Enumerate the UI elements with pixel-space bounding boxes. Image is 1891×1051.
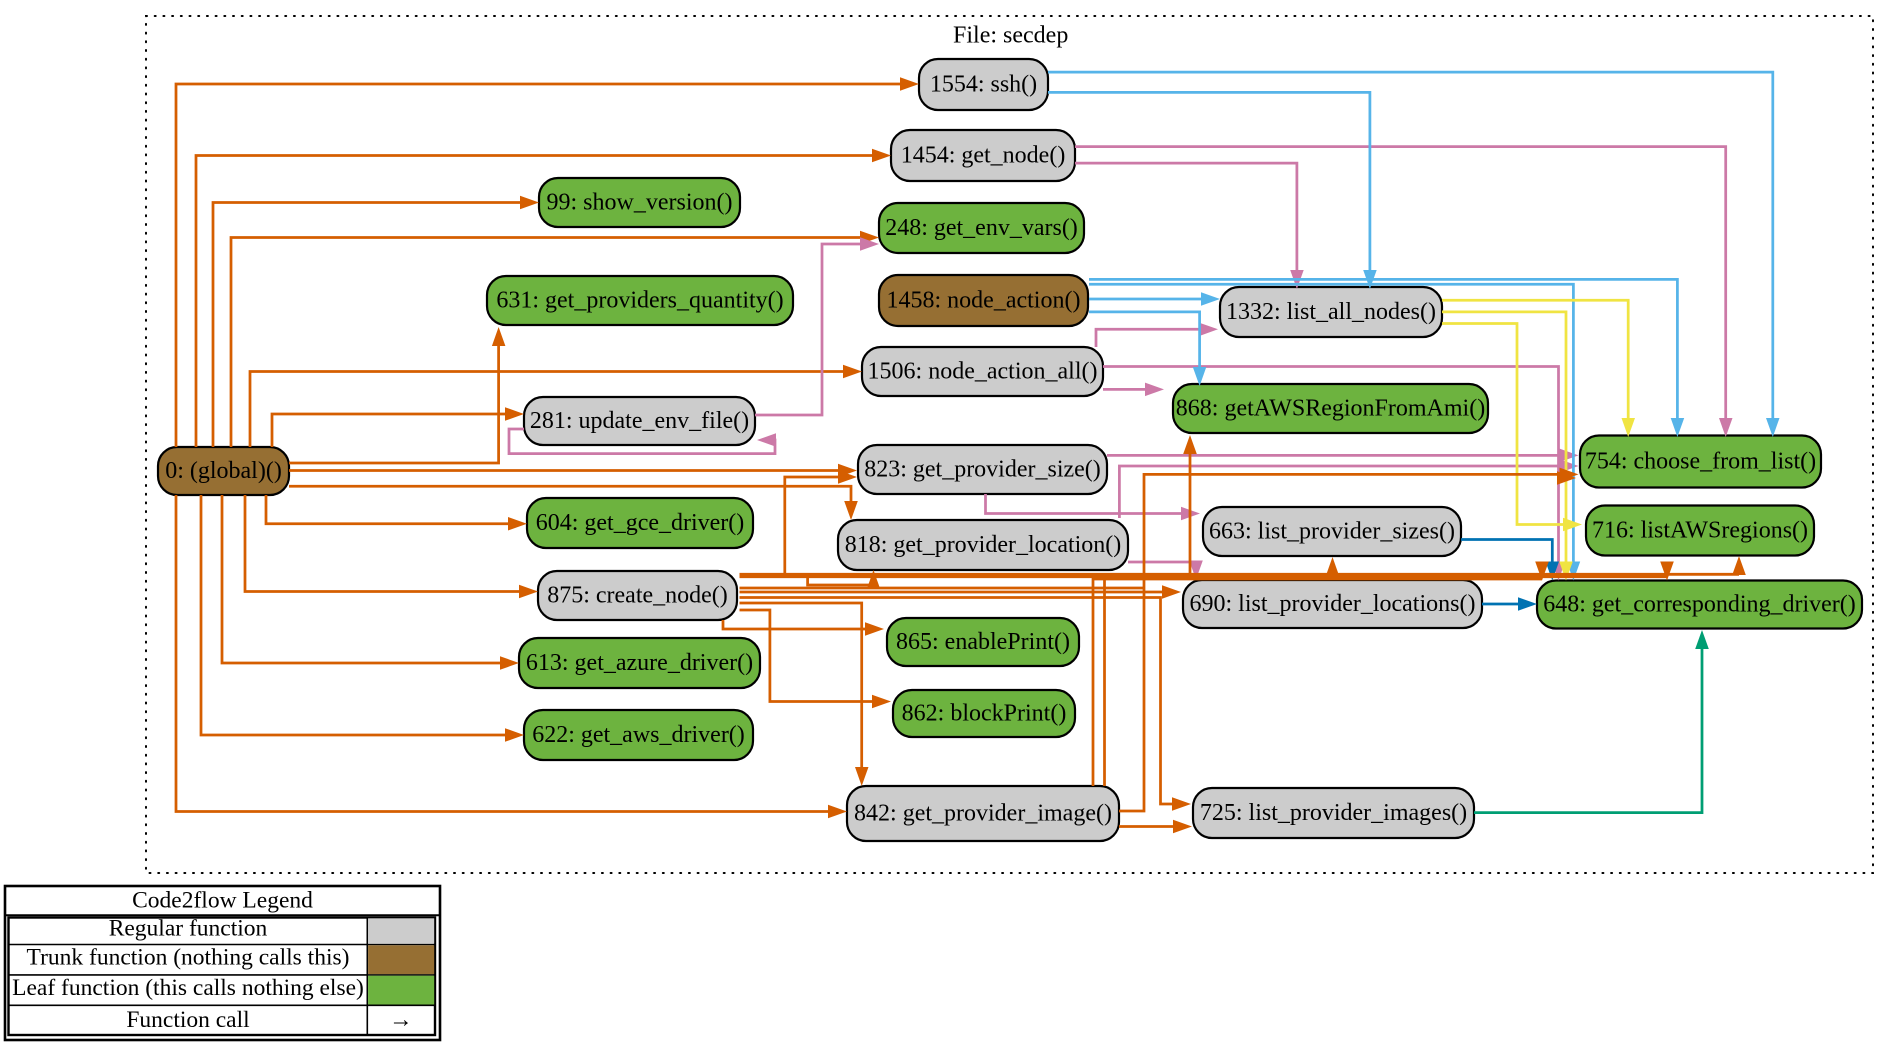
svg-text:818: get_provider_location(): 818: get_provider_location() <box>845 532 1122 558</box>
svg-text:0: (global)(): 0: (global)() <box>165 458 282 484</box>
svg-text:868: getAWSRegionFromAmi(): 868: getAWSRegionFromAmi() <box>1176 395 1485 421</box>
svg-text:1458: node_action(): 1458: node_action() <box>887 287 1081 313</box>
svg-text:File: secdep: File: secdep <box>953 22 1068 48</box>
svg-text:690: list_provider_locations(): 690: list_provider_locations() <box>1190 591 1476 617</box>
svg-text:622: get_aws_driver(): 622: get_aws_driver() <box>532 722 745 748</box>
svg-text:754: choose_from_list(): 754: choose_from_list() <box>1585 448 1816 474</box>
svg-text:Leaf function (this calls noth: Leaf function (this calls nothing else) <box>12 975 364 1001</box>
svg-text:281: update_env_file(): 281: update_env_file() <box>530 408 749 434</box>
svg-text:604: get_gce_driver(): 604: get_gce_driver() <box>536 510 745 536</box>
svg-text:823: get_provider_size(): 823: get_provider_size() <box>864 456 1101 482</box>
svg-text:725: list_provider_images(): 725: list_provider_images() <box>1200 800 1467 826</box>
svg-text:99: show_version(): 99: show_version() <box>547 189 733 215</box>
svg-text:648: get_corresponding_driver(: 648: get_corresponding_driver() <box>1543 591 1856 617</box>
svg-text:1454: get_node(): 1454: get_node() <box>901 142 1066 168</box>
svg-text:842: get_provider_image(): 842: get_provider_image() <box>854 800 1112 826</box>
svg-text:862: blockPrint(): 862: blockPrint() <box>902 700 1067 726</box>
svg-text:716: listAWSregions(): 716: listAWSregions() <box>1592 517 1808 543</box>
svg-text:248: get_env_vars(): 248: get_env_vars() <box>885 215 1078 241</box>
svg-text:1332: list_all_nodes(): 1332: list_all_nodes() <box>1226 299 1436 325</box>
svg-text:613: get_azure_driver(): 613: get_azure_driver() <box>526 650 753 676</box>
svg-text:Regular function: Regular function <box>109 916 268 942</box>
svg-text:875: create_node(): 875: create_node() <box>547 582 728 608</box>
svg-text:→: → <box>389 1007 413 1033</box>
svg-text:865: enablePrint(): 865: enablePrint() <box>896 629 1070 655</box>
svg-text:Code2flow Legend: Code2flow Legend <box>132 888 313 914</box>
svg-text:631: get_providers_quantity(): 631: get_providers_quantity() <box>496 287 783 313</box>
svg-text:Function call: Function call <box>126 1007 250 1033</box>
svg-text:Trunk function (nothing calls: Trunk function (nothing calls this) <box>27 945 350 971</box>
svg-text:1506: node_action_all(): 1506: node_action_all() <box>868 358 1098 384</box>
svg-text:663: list_provider_sizes(): 663: list_provider_sizes() <box>1209 518 1455 544</box>
svg-text:1554: ssh(): 1554: ssh() <box>930 71 1037 97</box>
